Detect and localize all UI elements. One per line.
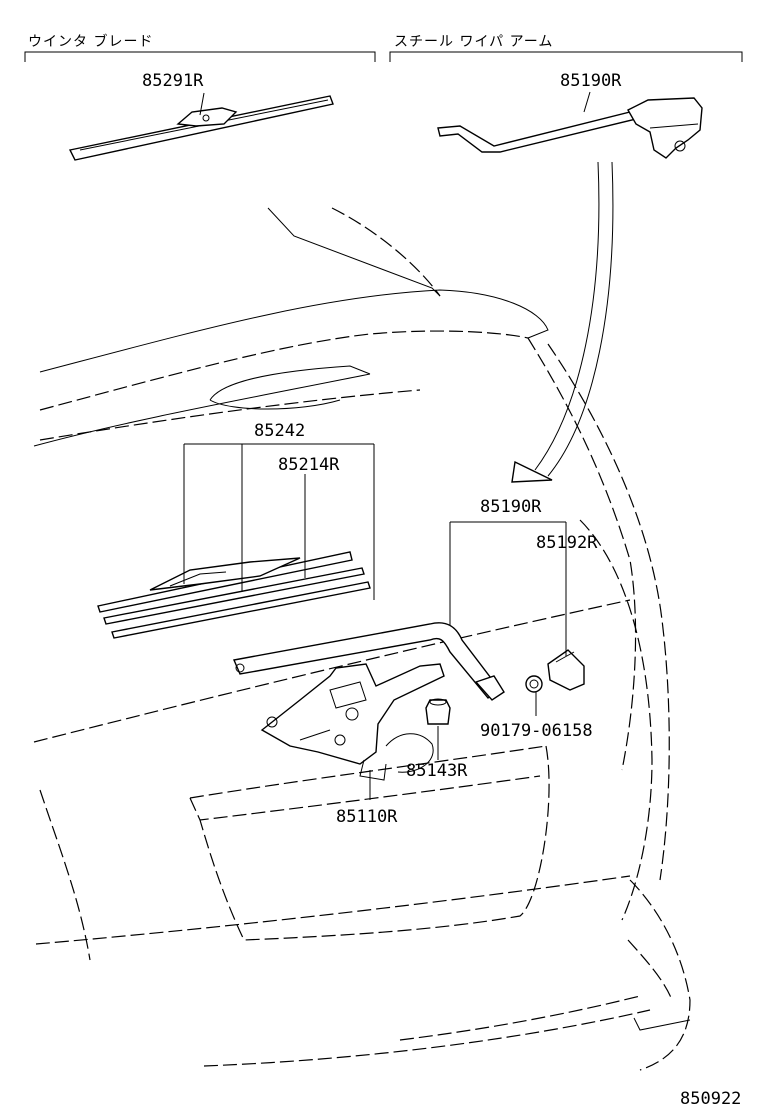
- blade-assy-part: [97, 551, 371, 639]
- steel-arm-header: スチール ワイパ アーム: [389, 34, 743, 62]
- figure-number: 850922: [680, 1089, 741, 1109]
- label-85190R: 85190R: [480, 497, 542, 517]
- label-85192R: 85192R: [536, 533, 598, 553]
- arm-cap-part: [547, 649, 585, 691]
- reference-arrow: [511, 161, 614, 483]
- winter-blade-part: [68, 92, 334, 161]
- pivot-grommet-part: [425, 698, 451, 725]
- winter-blade-header: ウインタ ブレード: [24, 33, 376, 62]
- label-85143R: 85143R: [406, 761, 468, 781]
- nut-part: [525, 675, 543, 693]
- label-85214R: 85214R: [278, 455, 340, 475]
- steel-arm-header-text: スチール ワイパ アーム: [394, 34, 553, 50]
- leader-85242: [183, 443, 375, 600]
- steel-arm-part: [437, 97, 703, 159]
- wiper-motor-part: [260, 663, 445, 781]
- label-85110R: 85110R: [336, 807, 398, 827]
- label-85291R: 85291R: [142, 71, 204, 91]
- leader-85190R: [449, 521, 567, 716]
- winter-blade-header-text: ウインタ ブレード: [28, 33, 153, 50]
- motor-outline: [385, 733, 434, 773]
- arm-assy-part: [233, 622, 505, 701]
- label-90179-06158: 90179-06158: [480, 721, 593, 741]
- label-85242: 85242: [254, 421, 305, 441]
- vehicle-body-outline: [33, 207, 691, 1071]
- label-85190R-top: 85190R: [560, 71, 622, 91]
